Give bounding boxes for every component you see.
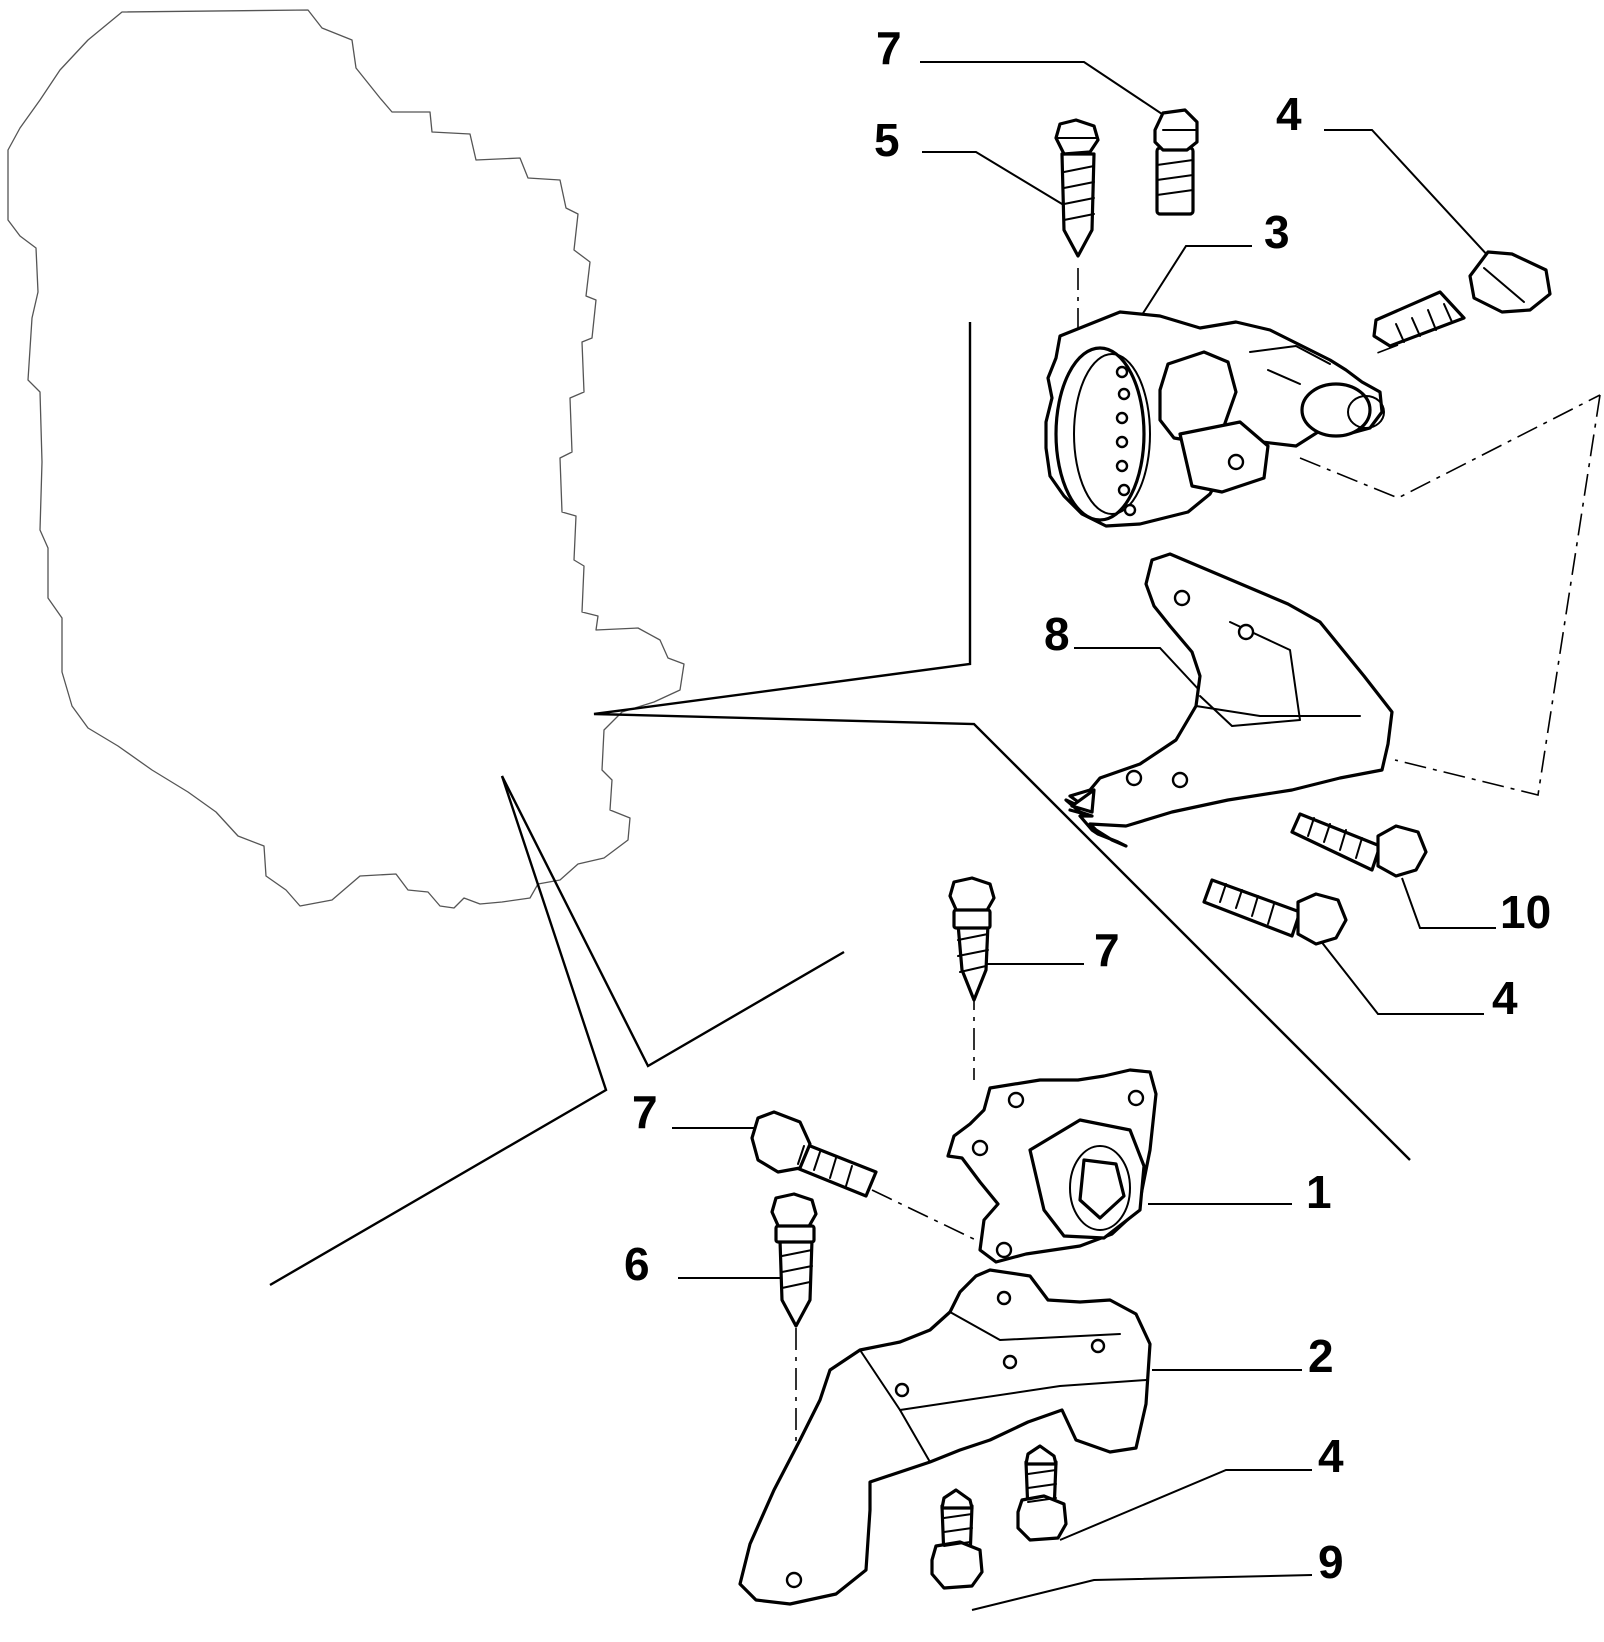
- callout-6: 6: [624, 1238, 650, 1290]
- callout-labels: 7 5 4 3 8 10 4 7 7 1 6 2 4 9: [624, 22, 1551, 1588]
- bolt-6: [770, 1192, 818, 1328]
- callout-4-top: 4: [1276, 88, 1302, 140]
- callout-7-top: 7: [876, 22, 902, 74]
- bolt-4-mid: [1202, 878, 1348, 946]
- callout-1: 1: [1306, 1166, 1332, 1218]
- engine-mount-3: [1044, 310, 1385, 528]
- callout-7-left: 7: [632, 1086, 658, 1138]
- engine-mount-1: [946, 1068, 1158, 1264]
- callout-10: 10: [1500, 886, 1551, 938]
- bolt-7-top: [1153, 108, 1199, 216]
- callout-2: 2: [1308, 1330, 1334, 1382]
- callout-3: 3: [1264, 206, 1290, 258]
- callout-5: 5: [874, 114, 900, 166]
- engine-outline: [7, 9, 685, 909]
- callout-4-bottom: 4: [1318, 1430, 1344, 1482]
- bolt-5: [1054, 118, 1100, 258]
- callout-9: 9: [1318, 1536, 1344, 1588]
- bolt-4-bottom: [1016, 1444, 1068, 1542]
- bracket-2: [738, 1268, 1152, 1606]
- bracket-8: [1064, 552, 1394, 848]
- frame-lines: [269, 322, 1411, 1287]
- callout-7-mid: 7: [1094, 924, 1120, 976]
- bolt-9: [930, 1488, 984, 1590]
- bolt-4-top: [1372, 250, 1552, 348]
- bolt-7-left: [750, 1110, 878, 1198]
- callout-8: 8: [1044, 608, 1070, 660]
- callout-4-mid: 4: [1492, 972, 1518, 1024]
- leader-lines: [672, 61, 1496, 1611]
- bolt-10: [1290, 812, 1428, 878]
- bolt-7-mid: [948, 876, 996, 1002]
- mount-3-holes: [1115, 365, 1137, 517]
